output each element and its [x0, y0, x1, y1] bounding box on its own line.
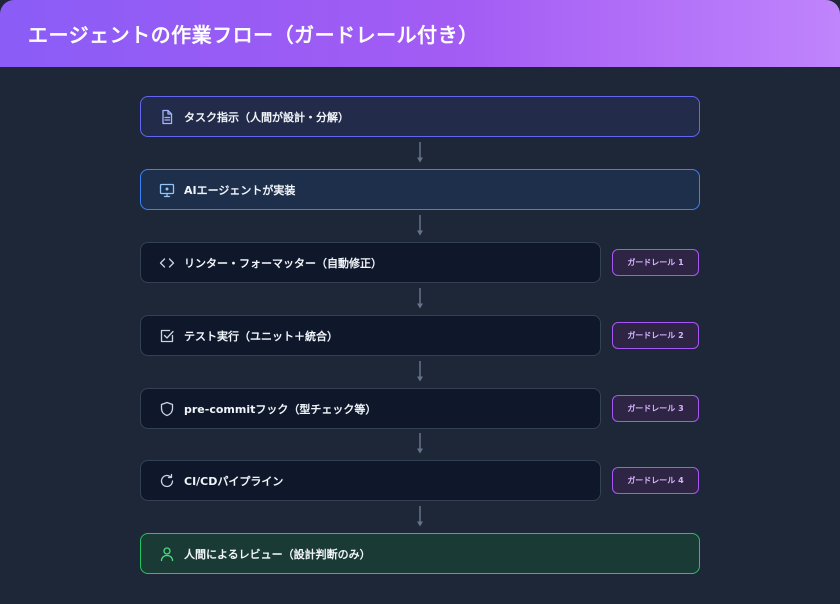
user-icon	[159, 546, 175, 562]
arrow-down-icon	[417, 506, 423, 527]
step-label: リンター・フォーマッター（自動修正）	[184, 256, 382, 270]
step-human-review: 人間によるレビュー（設計判断のみ）	[140, 533, 700, 574]
step-pre-commit: pre-commitフック（型チェック等）	[140, 388, 601, 429]
step-ai-agent: AIエージェントが実装	[140, 169, 700, 210]
guardrail-badge-4: ガードレール 4	[612, 467, 699, 494]
monitor-icon	[159, 182, 175, 198]
arrow-down-icon	[417, 288, 423, 309]
arrow-down-icon	[417, 361, 423, 382]
document-icon	[159, 109, 175, 125]
code-icon	[159, 255, 175, 271]
guardrail-badge-1: ガードレール 1	[612, 249, 699, 276]
arrow-down-icon	[417, 433, 423, 454]
step-task-instruction: タスク指示（人間が設計・分解）	[140, 96, 700, 137]
step-label: 人間によるレビュー（設計判断のみ）	[184, 547, 371, 561]
step-label: pre-commitフック（型チェック等）	[184, 402, 377, 416]
step-linter-formatter: リンター・フォーマッター（自動修正）	[140, 242, 601, 283]
step-ci-cd: CI/CDパイプライン	[140, 460, 601, 501]
step-test-run: テスト実行（ユニット＋統合）	[140, 315, 601, 356]
step-label: タスク指示（人間が設計・分解）	[184, 110, 349, 124]
page-title: エージェントの作業フロー（ガードレール付き）	[28, 23, 479, 47]
guardrail-badge-3: ガードレール 3	[612, 395, 699, 422]
arrow-down-icon	[417, 142, 423, 163]
step-label: AIエージェントが実装	[184, 183, 296, 197]
refresh-icon	[159, 473, 175, 489]
header-banner: エージェントの作業フロー（ガードレール付き）	[0, 0, 840, 67]
guardrail-badge-2: ガードレール 2	[612, 322, 699, 349]
arrow-down-icon	[417, 215, 423, 236]
step-label: CI/CDパイプライン	[184, 474, 284, 488]
shield-icon	[159, 401, 175, 417]
checkbox-icon	[159, 328, 175, 344]
step-label: テスト実行（ユニット＋統合）	[184, 329, 338, 343]
